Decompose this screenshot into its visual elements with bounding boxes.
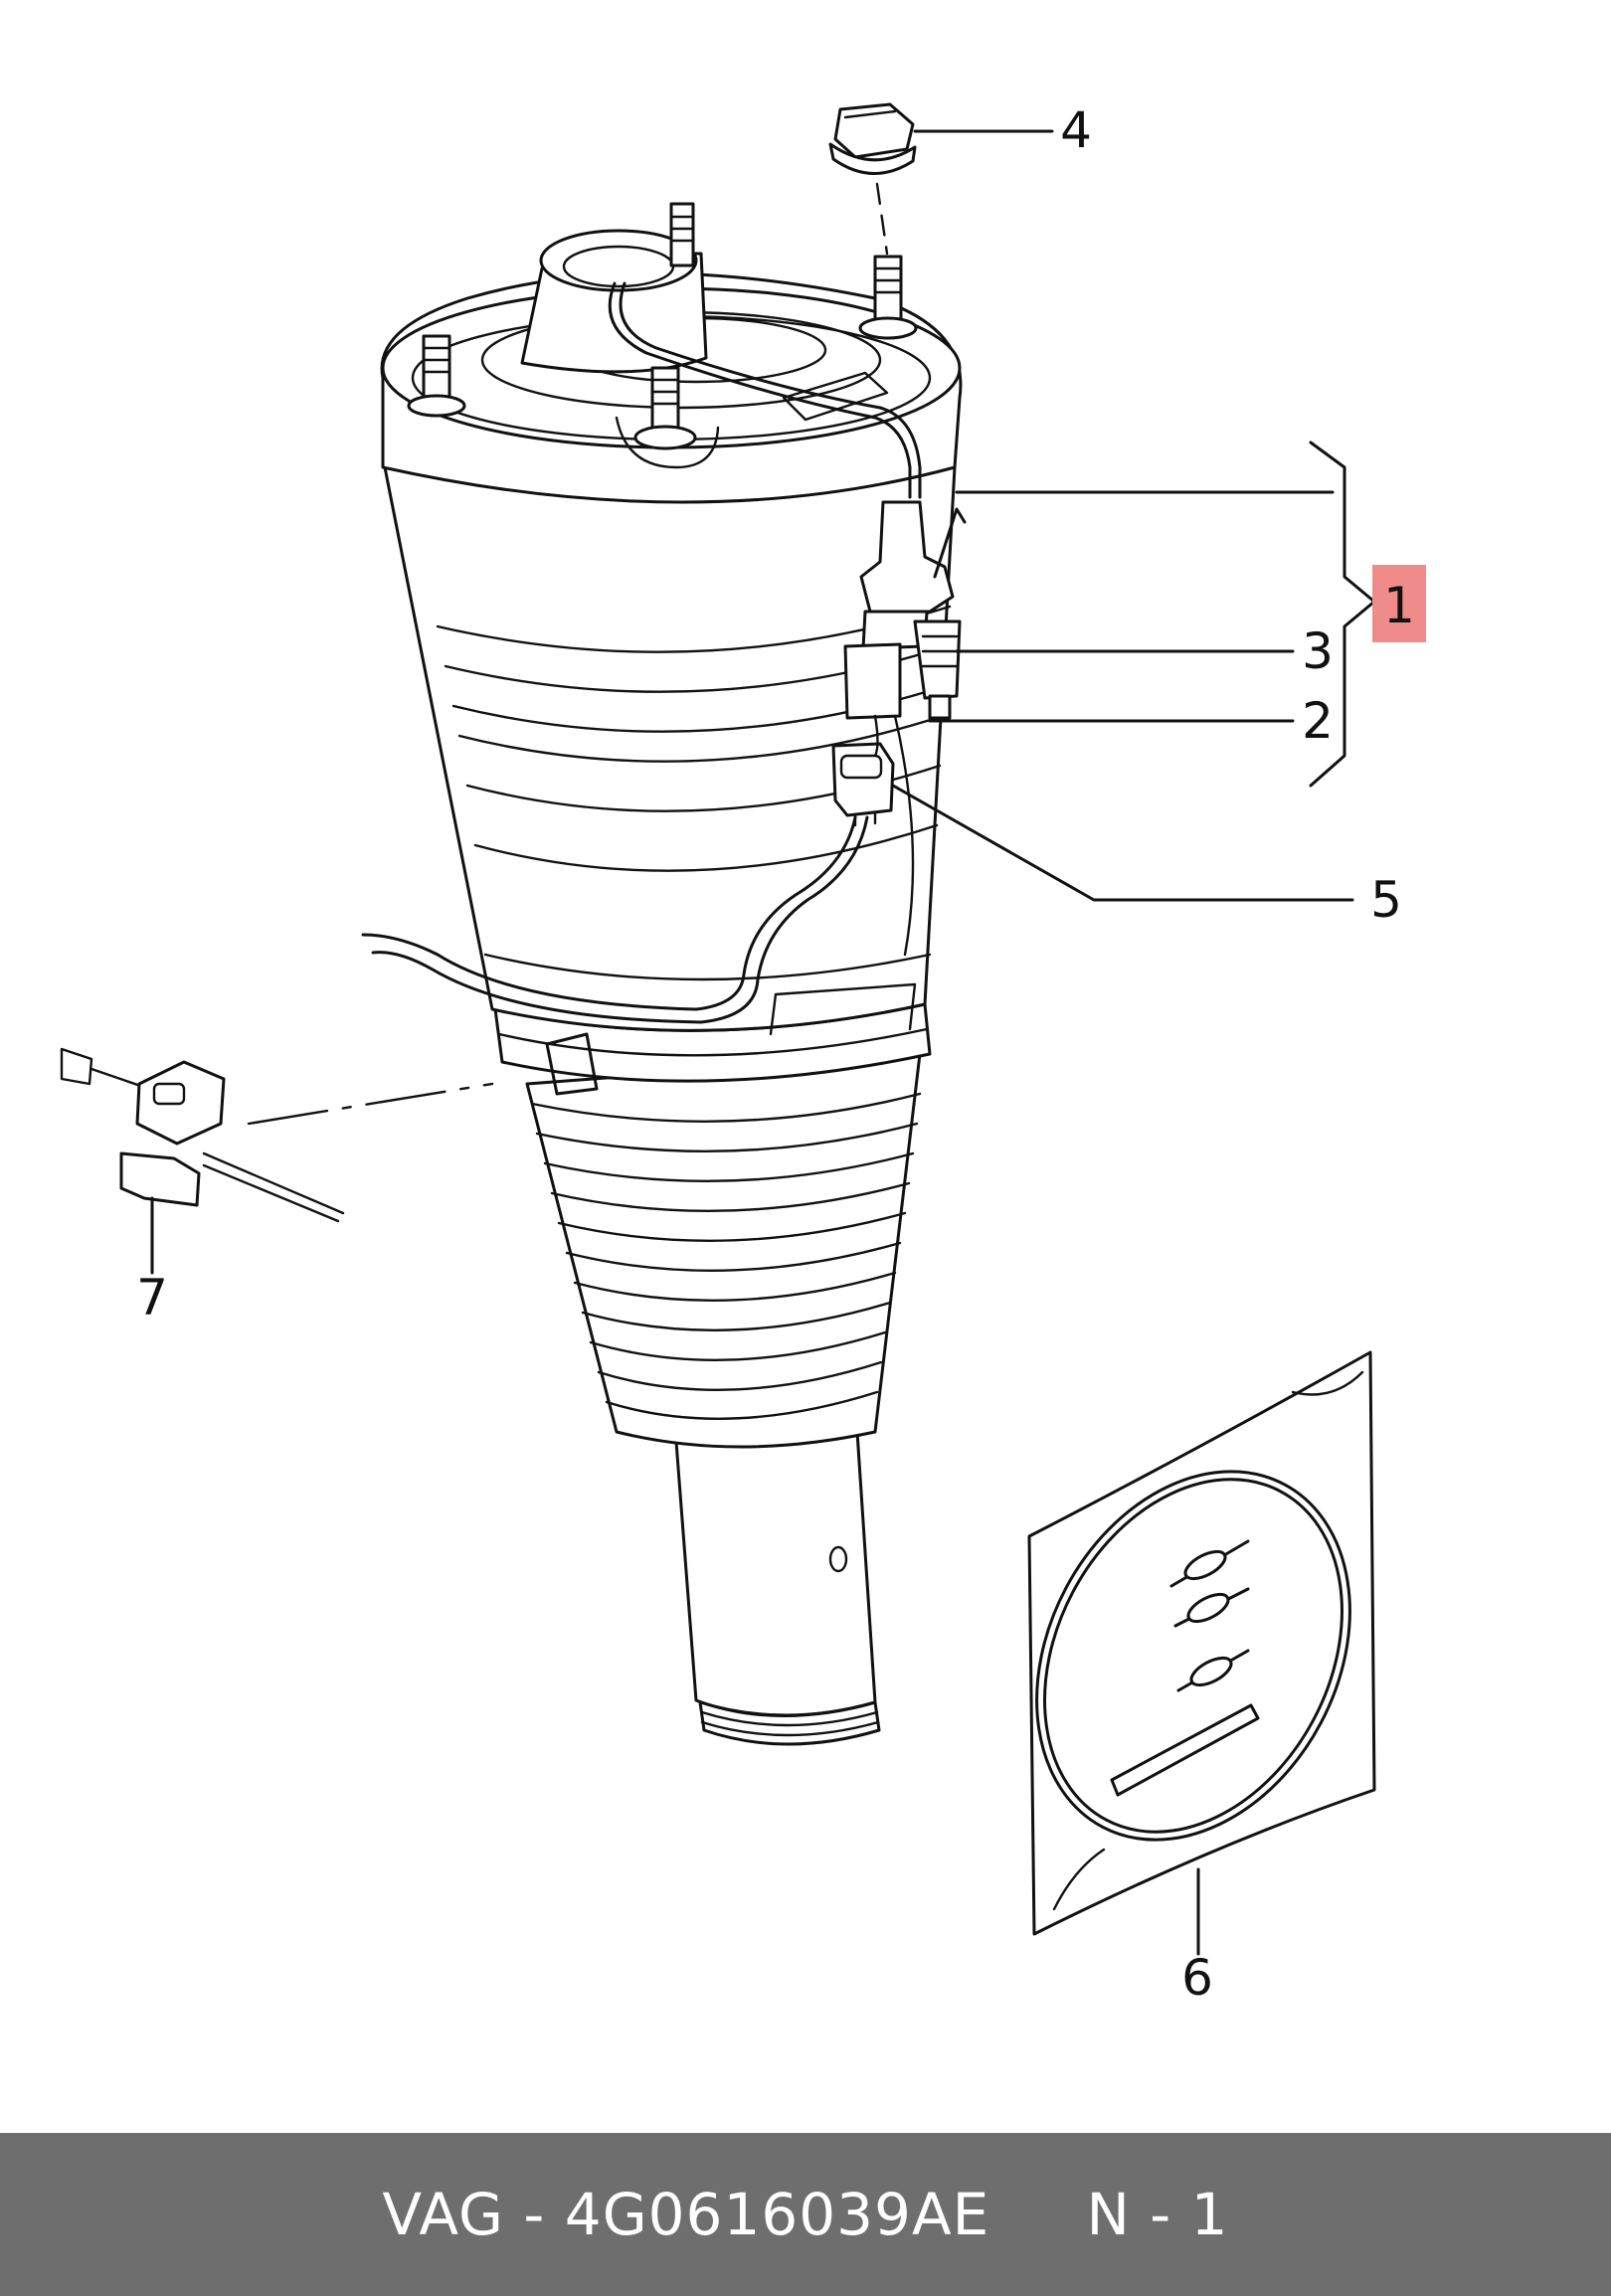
kit-connectors: [1169, 1539, 1250, 1692]
page-label: N - 1: [1086, 2181, 1229, 2248]
callout-5: 5: [1370, 871, 1402, 929]
valve-sensor-cluster: [843, 500, 967, 720]
repair-kit-bag: [1027, 1350, 1376, 1936]
footer-spacer: [989, 2181, 1086, 2248]
callout-6: 6: [1181, 1949, 1213, 2007]
callout-3: 3: [1302, 622, 1334, 680]
flange-nut: [828, 102, 917, 256]
strut-bellows: [525, 1052, 922, 1449]
cable-clip: [60, 1047, 494, 1223]
part-number-footer: VAG - 4G0616039AE N - 1: [0, 2133, 1611, 2296]
callout-4: 4: [1060, 101, 1092, 159]
stud-rear: [669, 202, 695, 267]
callout-1: 1: [1383, 577, 1415, 634]
highlight-box: [1372, 565, 1426, 642]
mount-studs: [407, 202, 918, 450]
leader-lines: [150, 129, 1376, 1956]
wiring-harness: [361, 714, 915, 1024]
air-strut-exploded-diagram: 1 2 3 4 5 6 7: [60, 101, 1426, 2007]
callout-2: 2: [1302, 692, 1334, 750]
stud-right: [858, 255, 918, 340]
stud-left: [407, 334, 466, 418]
stud-center: [633, 366, 697, 450]
callout-7: 7: [136, 1269, 168, 1326]
strut-lower-tube: [674, 1430, 881, 1746]
electrical-connector: [831, 742, 895, 827]
air-strut-assembly: [361, 202, 967, 1746]
kit-tube: [1110, 1703, 1260, 1797]
part-number-label: VAG - 4G0616039AE: [382, 2181, 990, 2248]
callouts: 1 2 3 4 5 6 7: [136, 101, 1426, 2007]
kit-o-ring: [1035, 1470, 1351, 1842]
